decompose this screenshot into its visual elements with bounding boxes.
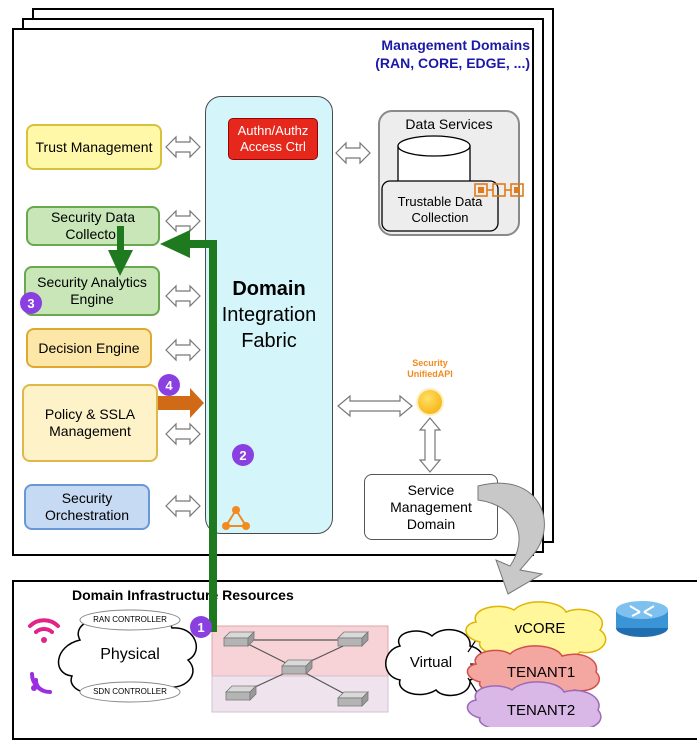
security-analytics-engine-box[interactable]: Security Analytics Engine: [24, 266, 160, 316]
fabric-title-line2: Integration: [221, 304, 317, 326]
step-badge-1: 1: [190, 616, 212, 638]
security-data-collector-box[interactable]: Security Data Collector: [26, 206, 160, 246]
decision-engine-box[interactable]: Decision Engine: [26, 328, 152, 368]
decision-fabric-arrow: [165, 339, 201, 361]
step-badge-4: 4: [158, 374, 180, 396]
service-to-infra-arrow: [477, 482, 545, 595]
trustable-data-collection-box: [381, 180, 499, 232]
trust-fabric-arrow: [165, 136, 201, 158]
policy-ssla-box[interactable]: Policy & SSLA Management: [22, 384, 158, 462]
collector-fabric-arrow: [165, 210, 201, 232]
fabric-sync-icon: [222, 506, 250, 530]
vcore-label: vCORE: [514, 620, 566, 637]
security-orchestration-label: Security Orchestration: [44, 490, 130, 523]
security-data-collector-label: Security Data Collector: [50, 209, 136, 242]
service-management-domain-label: Service Management Domain: [390, 481, 472, 532]
trust-management-box[interactable]: Trust Management: [26, 124, 162, 170]
router-icon: [616, 601, 668, 637]
sdn-controller-label: SDN CONTROLLER: [93, 687, 167, 696]
switch-icon: [281, 659, 313, 675]
trust-management-label: Trust Management: [35, 138, 153, 155]
integration-fabric: [205, 96, 333, 534]
sdn-controller-oval: [79, 681, 181, 703]
tenant1-cloud: [466, 645, 601, 699]
unifiedapi-line2: UnifiedAPI: [407, 369, 453, 379]
step-badge-2: 2: [232, 444, 254, 466]
blockchain-icon: [474, 183, 524, 197]
ran-controller-oval: [79, 609, 181, 631]
step-badge-3: 3: [20, 292, 42, 314]
decision-engine-label: Decision Engine: [38, 339, 140, 356]
management-title-line1: Management Domains: [381, 37, 530, 53]
switch-icon: [225, 685, 257, 701]
data-services-title: Data Services: [405, 116, 493, 132]
security-unifiedapi-label: Security UnifiedAPI: [390, 358, 470, 380]
policy-fabric-arrow: [165, 423, 201, 445]
unifiedapi-service-arrow: [418, 417, 442, 473]
virtual-label: Virtual: [409, 654, 453, 671]
authn-authz-box[interactable]: Authn/Authz Access Ctrl: [228, 118, 318, 160]
policy-ssla-label: Policy & SSLA Management: [44, 406, 136, 439]
authn-authz-label: Authn/Authz Access Ctrl: [237, 123, 309, 154]
ran-controller-label: RAN CONTROLLER: [93, 615, 167, 624]
green-flow-arrow: [108, 226, 217, 632]
wireless-icon-lower: [30, 672, 52, 694]
switch-icon: [337, 691, 369, 707]
fabric-title-line3: Fabric: [241, 330, 297, 352]
unifiedapi-endpoint-icon[interactable]: [418, 390, 442, 414]
management-domains-title: Management Domains (RAN, CORE, EDGE, ...…: [330, 36, 530, 72]
tenant1-label: TENANT1: [506, 664, 576, 681]
wireless-icon-upper: [28, 618, 60, 643]
trustable-data-collection-label: Trustable Data Collection: [397, 194, 483, 225]
infrastructure-title: Domain Infrastructure Resources: [72, 587, 294, 603]
fabric-title: Domain Integration Fabric: [205, 276, 333, 354]
fabric-unifiedapi-arrow: [337, 394, 413, 418]
vcore-cloud: [465, 601, 607, 661]
security-analytics-engine-label: Security Analytics Engine: [37, 274, 147, 307]
physical-label: Physical: [100, 646, 160, 663]
analytics-fabric-arrow: [165, 285, 201, 307]
switch-icon: [337, 631, 369, 647]
tenant2-cloud: [466, 681, 602, 727]
virtual-cloud: [385, 628, 485, 697]
service-management-domain-box[interactable]: Service Management Domain: [364, 474, 498, 540]
switch-icon: [223, 631, 255, 647]
management-title-line2: (RAN, CORE, EDGE, ...): [375, 55, 530, 71]
unifiedapi-line1: Security: [412, 358, 448, 368]
fabric-title-line1: Domain: [232, 278, 306, 300]
tenant2-label: TENANT2: [506, 702, 576, 719]
orchestration-fabric-arrow: [165, 495, 201, 517]
security-orchestration-box[interactable]: Security Orchestration: [24, 484, 150, 530]
orange-flow-arrow: [158, 388, 204, 418]
fabric-dataservices-arrow: [335, 142, 371, 164]
